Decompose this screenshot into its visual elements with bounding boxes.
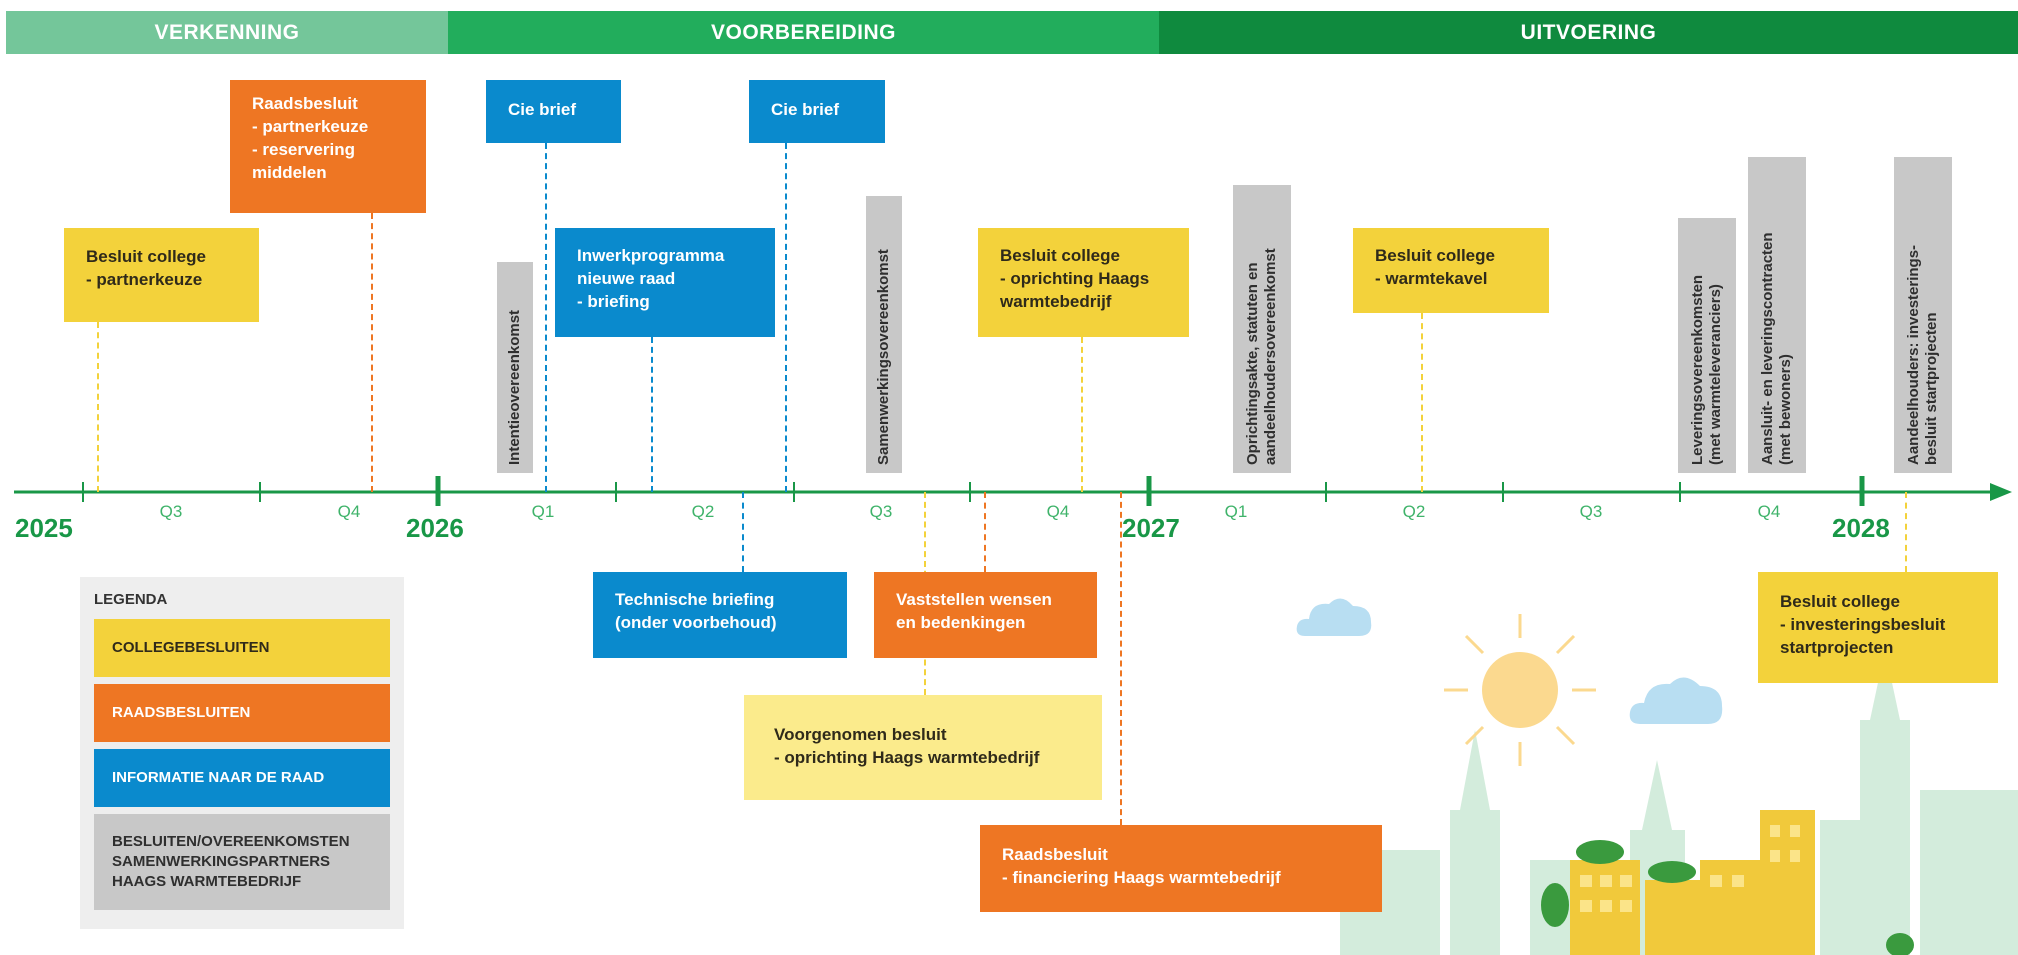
- connector-line: [1905, 492, 1907, 572]
- phase-verkenning: VERKENNING: [6, 11, 448, 54]
- cie-brief-box: Cie brief: [749, 80, 885, 143]
- leveringsovereenkomsten-label: Leveringsovereenkomsten (met warmtelever…: [1678, 218, 1736, 473]
- cie-brief-box: Cie brief: [486, 80, 621, 143]
- vaststellen-wensen-box: Vaststellen wensen en bedenkingen: [874, 572, 1097, 658]
- connector-line: [785, 143, 787, 492]
- cloud-icon: [1296, 598, 1372, 636]
- quarter-label: Q4: [1046, 502, 1070, 521]
- phase-uitvoering: UITVOERING: [1159, 11, 2018, 54]
- legend: LEGENDA COLLEGEBESLUITEN RAADSBESLUITEN …: [80, 577, 404, 929]
- quarter-label: Q1: [1224, 502, 1248, 521]
- technische-briefing-box: Technische briefing (onder voorbehoud): [593, 572, 847, 658]
- quarter-label: Q1: [531, 502, 555, 521]
- connector-line: [984, 492, 986, 572]
- year-label: 2028: [1832, 513, 1890, 543]
- legend-item-informatie: INFORMATIE NAAR DE RAAD: [94, 749, 390, 807]
- aansluitcontracten-label: Aansluit- en leveringscontracten (met be…: [1748, 157, 1806, 473]
- quarter-label: Q3: [869, 502, 893, 521]
- samenwerkingsovereenkomst-label: Samenwerkingsovereenkomst: [866, 196, 902, 473]
- legend-item-college: COLLEGEBESLUITEN: [94, 619, 390, 677]
- quarter-label: Q3: [159, 502, 183, 521]
- cloud-icon: [1629, 677, 1723, 724]
- connector-line: [1421, 313, 1423, 492]
- raadsbesluit-partnerkeuze-box: Raadsbesluit - partnerkeuze - reserverin…: [230, 80, 426, 213]
- besluit-college-partnerkeuze-box: Besluit college - partnerkeuze: [64, 228, 259, 322]
- connector-line: [651, 337, 653, 492]
- year-label: 2025: [15, 513, 73, 543]
- connector-line: [1081, 337, 1083, 492]
- raadsbesluit-financiering-box: Raadsbesluit - financiering Haags warmte…: [980, 825, 1382, 912]
- voorgenomen-besluit-box: Voorgenomen besluit - oprichting Haags w…: [744, 695, 1102, 800]
- connector-line: [97, 322, 99, 492]
- besluit-college-investeringsbesluit-box: Besluit college - investeringsbesluit st…: [1758, 572, 1998, 683]
- oprichtingsakte-label: Oprichtingsakte, statuten en aandeelhoud…: [1233, 185, 1291, 473]
- legend-item-raad: RAADSBESLUITEN: [94, 684, 390, 742]
- year-label: 2027: [1122, 513, 1180, 543]
- year-label: 2026: [406, 513, 464, 543]
- city-skyline-illustration: [1340, 650, 2018, 955]
- sun-icon: [1444, 614, 1596, 766]
- legend-title: LEGENDA: [94, 591, 168, 608]
- quarter-label: Q3: [1579, 502, 1603, 521]
- aandeelhouders-label: Aandeelhouders: investerings- besluit st…: [1894, 157, 1952, 473]
- intentieovereenkomst-label: Intentieovereenkomst: [497, 262, 533, 473]
- connector-line: [371, 213, 373, 492]
- quarter-label: Q2: [1402, 502, 1426, 521]
- connector-line: [742, 492, 744, 572]
- besluit-college-warmtekavel-box: Besluit college - warmtekavel: [1353, 228, 1549, 313]
- phase-voorbereiding: VOORBEREIDING: [448, 11, 1159, 54]
- connector-line: [545, 143, 547, 492]
- legend-item-partners: BESLUITEN/OVEREENKOMSTEN SAMENWERKINGSPA…: [94, 814, 390, 910]
- quarter-label: Q4: [1757, 502, 1781, 521]
- quarter-label: Q2: [691, 502, 715, 521]
- timeline-axis: [14, 476, 2012, 506]
- quarter-label: Q4: [337, 502, 361, 521]
- inwerkprogramma-box: Inwerkprogramma nieuwe raad - briefing: [555, 228, 775, 337]
- besluit-college-oprichting-box: Besluit college - oprichting Haags warmt…: [978, 228, 1189, 337]
- connector-line: [1120, 492, 1122, 825]
